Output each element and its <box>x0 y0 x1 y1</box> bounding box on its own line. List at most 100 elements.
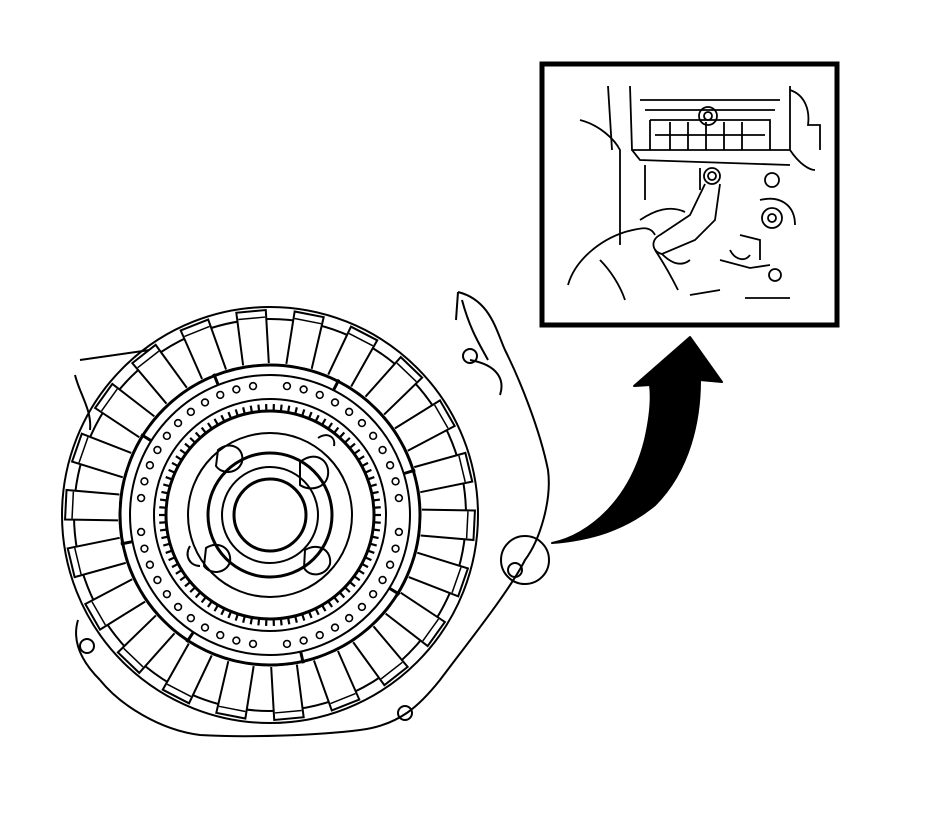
clutch-hole <box>136 493 146 503</box>
gear-tooth <box>213 418 219 426</box>
snap-ring-gap <box>212 373 220 386</box>
gear-tooth <box>314 607 320 616</box>
gear-tooth <box>361 562 369 569</box>
clutch-hole <box>140 477 149 486</box>
gear-tooth <box>171 562 179 569</box>
gear-tooth <box>353 575 361 582</box>
clutch-tab-edge <box>166 683 192 698</box>
gear-tooth <box>175 455 183 461</box>
inset-tool <box>652 183 721 255</box>
clutch-hole <box>378 575 387 585</box>
gear-tooth <box>234 409 239 417</box>
gear-tooth <box>372 498 381 502</box>
gear-tooth <box>162 542 171 547</box>
clutch-tab <box>179 318 227 380</box>
snap-ring-gap <box>120 540 133 546</box>
clutch-hole <box>385 560 395 569</box>
gear-tooth <box>367 476 375 481</box>
snap-ring-gap <box>299 651 305 664</box>
clutch-tab <box>130 343 188 405</box>
clutch-hole <box>145 461 155 470</box>
clutch-tab <box>64 488 120 522</box>
gear-tooth <box>333 596 340 604</box>
clutch-hole <box>136 527 146 537</box>
clutch-tab-edge <box>433 404 449 429</box>
gear-tooth <box>338 431 346 439</box>
clutch-tab <box>235 308 270 366</box>
gear-tooth <box>301 613 306 621</box>
clutch-hole <box>162 589 172 599</box>
clutch-hole <box>232 385 241 394</box>
gear-tooth <box>357 455 365 461</box>
clutch-tab-edge <box>396 362 417 383</box>
clutch-tab-edge <box>123 647 144 668</box>
clutch-hole <box>173 418 183 428</box>
gear-tooth <box>364 468 372 474</box>
case-boss-ring <box>500 535 550 585</box>
clutch-hole <box>299 636 308 645</box>
clutch-tab-edge <box>330 692 356 705</box>
gear-tooth <box>333 426 340 434</box>
gear-tooth <box>168 556 176 562</box>
inset-bolt <box>698 106 718 126</box>
transmission-case-outline <box>74 291 550 738</box>
clutch-tab-edge <box>71 491 75 519</box>
gear-tooth <box>249 617 254 625</box>
gear-tooth <box>257 618 261 626</box>
clutch-hole <box>216 390 225 400</box>
gear-tooth <box>249 405 254 413</box>
clutch-hole <box>153 575 162 585</box>
gear-tooth <box>361 461 369 468</box>
clutch-tab-edge <box>137 350 160 369</box>
clutch-tab <box>364 355 424 416</box>
gear-tooth <box>200 596 207 604</box>
clutch-tab-edge <box>422 618 440 642</box>
clutch-hole <box>248 639 258 649</box>
snap-ring-gap <box>332 378 341 391</box>
gear-tooth <box>207 422 213 430</box>
inset-pin <box>703 167 721 185</box>
gear-tooth <box>194 591 202 599</box>
clutch-hole <box>140 544 149 553</box>
snap-ring-gap <box>185 631 195 644</box>
gear-tooth <box>279 404 283 412</box>
clutch-tab-edge <box>458 455 466 483</box>
gear-tooth <box>372 528 381 532</box>
gear-tooth <box>189 586 196 593</box>
clutch-hole <box>216 630 225 640</box>
clutch-hole <box>357 602 367 612</box>
gear-tooth <box>179 448 187 455</box>
inset-hand <box>567 227 656 286</box>
clutch-hole <box>299 385 308 394</box>
clutch-hole <box>394 527 404 537</box>
gear-tooth <box>371 490 379 495</box>
gear-tooth <box>220 414 226 423</box>
gear-tooth <box>307 611 313 619</box>
clutch-tab-edge <box>348 332 374 347</box>
gear-tooth <box>242 407 246 415</box>
clutch-tab-edge <box>91 601 107 626</box>
gear-tooth <box>213 604 219 612</box>
gear-tooth <box>171 461 179 468</box>
clutch-tab-edge <box>218 705 246 713</box>
gear-tooth <box>344 586 351 593</box>
clutch-tab-edge <box>380 661 403 680</box>
clutch-tab <box>270 664 305 722</box>
clutch-hole <box>162 431 172 441</box>
clutch-hole <box>344 407 354 417</box>
inset-drawing <box>567 85 821 301</box>
gear-tooth <box>327 600 333 608</box>
clutch-hole <box>200 623 210 632</box>
clutch-tab <box>420 508 476 542</box>
clutch-tab <box>93 382 155 439</box>
clutch-plate-tabs <box>64 308 476 722</box>
detail-inset <box>539 61 840 328</box>
gear-tooth <box>227 611 233 619</box>
snap-ring-segments <box>120 373 416 664</box>
clutch-hole <box>394 493 404 503</box>
gear-tooth <box>220 607 226 616</box>
gear-tooth <box>159 498 168 502</box>
gear-tooth <box>348 581 356 588</box>
